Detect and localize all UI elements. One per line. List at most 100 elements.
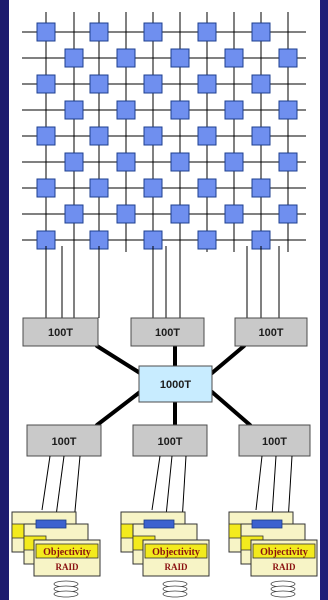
bottom-switch-1: 100T — [26, 424, 102, 457]
storage-wire — [73, 455, 81, 523]
cpu-node — [36, 22, 56, 42]
disk-icon — [162, 590, 188, 598]
uplink-wires — [45, 246, 280, 318]
cpu-node — [64, 48, 84, 68]
cpu-node — [64, 152, 84, 172]
storage-wires — [41, 455, 293, 523]
cpu-node — [170, 48, 190, 68]
cpu-node — [251, 178, 271, 198]
cpu-node — [143, 178, 163, 198]
switch-label: 100T — [51, 436, 76, 448]
storage-unit-2: Objectivity RAID — [120, 511, 210, 598]
storage-wire — [151, 455, 161, 511]
core-switch: 1000T — [138, 365, 213, 403]
cpu-node — [89, 178, 109, 198]
top-switch-3: 100T — [234, 317, 308, 347]
switch-label: 100T — [155, 327, 180, 339]
core-switch-label: 1000T — [160, 379, 191, 391]
cpu-node — [278, 100, 298, 120]
storage-link-block — [35, 519, 67, 529]
switch-box — [238, 424, 311, 457]
cpu-node — [116, 152, 136, 172]
storage-wire — [41, 455, 51, 511]
switch-label: 100T — [262, 436, 287, 448]
cpu-node — [64, 204, 84, 224]
storage-label: Objectivity — [260, 547, 308, 558]
disk-icon — [53, 590, 79, 598]
cpu-node-grid — [36, 22, 298, 250]
switch-box — [26, 424, 102, 457]
cpu-node — [251, 126, 271, 146]
cpu-node — [89, 22, 109, 42]
storage-label: Objectivity — [43, 547, 91, 558]
cpu-node — [36, 178, 56, 198]
cpu-node — [170, 152, 190, 172]
raid-label: RAID — [164, 562, 188, 572]
switch-label: 100T — [48, 327, 73, 339]
raid-label: RAID — [55, 562, 79, 572]
cpu-node — [278, 204, 298, 224]
trunk-link — [210, 390, 252, 427]
storage-link-block — [251, 519, 283, 529]
cpu-node — [143, 126, 163, 146]
diagram-panel — [9, 0, 320, 600]
switch-label: 100T — [157, 436, 182, 448]
storage-wire — [165, 455, 173, 517]
switch-box — [130, 317, 205, 347]
cpu-node — [197, 126, 217, 146]
cpu-node — [170, 100, 190, 120]
storage-wire — [55, 455, 65, 517]
cpu-node — [197, 74, 217, 94]
trunk-links — [95, 344, 252, 427]
storage-wire — [255, 455, 263, 511]
cpu-node — [116, 48, 136, 68]
raid-label: RAID — [272, 562, 296, 572]
cpu-node — [251, 74, 271, 94]
storage-tag-front — [35, 543, 99, 559]
cpu-node — [36, 74, 56, 94]
cpu-node — [224, 100, 244, 120]
trunk-link — [95, 344, 142, 375]
cpu-node — [224, 48, 244, 68]
switch-label: 100T — [258, 327, 283, 339]
storage-wire — [271, 455, 277, 517]
storage-tag-front — [144, 543, 208, 559]
cpu-node — [143, 22, 163, 42]
bottom-switch-2: 100T — [132, 424, 208, 457]
cpu-node — [170, 204, 190, 224]
disk-icon — [270, 590, 296, 598]
storage-wire — [287, 455, 293, 523]
switch-box — [22, 317, 99, 347]
switch-box — [234, 317, 308, 347]
storage-link-block — [143, 519, 175, 529]
bottom-switch-3: 100T — [238, 424, 311, 457]
trunk-link — [95, 390, 142, 427]
top-switch-1: 100T — [22, 317, 99, 347]
cpu-node — [224, 204, 244, 224]
cpu-node — [197, 230, 217, 250]
cpu-node — [251, 22, 271, 42]
cpu-node — [89, 74, 109, 94]
cpu-node — [36, 126, 56, 146]
storage-wire — [181, 455, 187, 523]
storage-unit-3: Objectivity RAID — [228, 511, 318, 598]
top-switch-2: 100T — [130, 317, 205, 347]
cpu-node — [89, 126, 109, 146]
trunk-link — [210, 344, 246, 375]
cpu-node — [64, 100, 84, 120]
cpu-node — [224, 152, 244, 172]
storage-unit-1: Objectivity RAID — [11, 511, 101, 598]
cpu-node — [197, 178, 217, 198]
cpu-node — [143, 74, 163, 94]
cpu-node — [116, 100, 136, 120]
cpu-node — [116, 204, 136, 224]
storage-label: Objectivity — [152, 547, 200, 558]
switch-box — [132, 424, 208, 457]
core-switch-box — [138, 365, 213, 403]
cpu-node — [278, 48, 298, 68]
storage-tag-front — [252, 543, 316, 559]
cpu-node — [278, 152, 298, 172]
cpu-node — [197, 22, 217, 42]
